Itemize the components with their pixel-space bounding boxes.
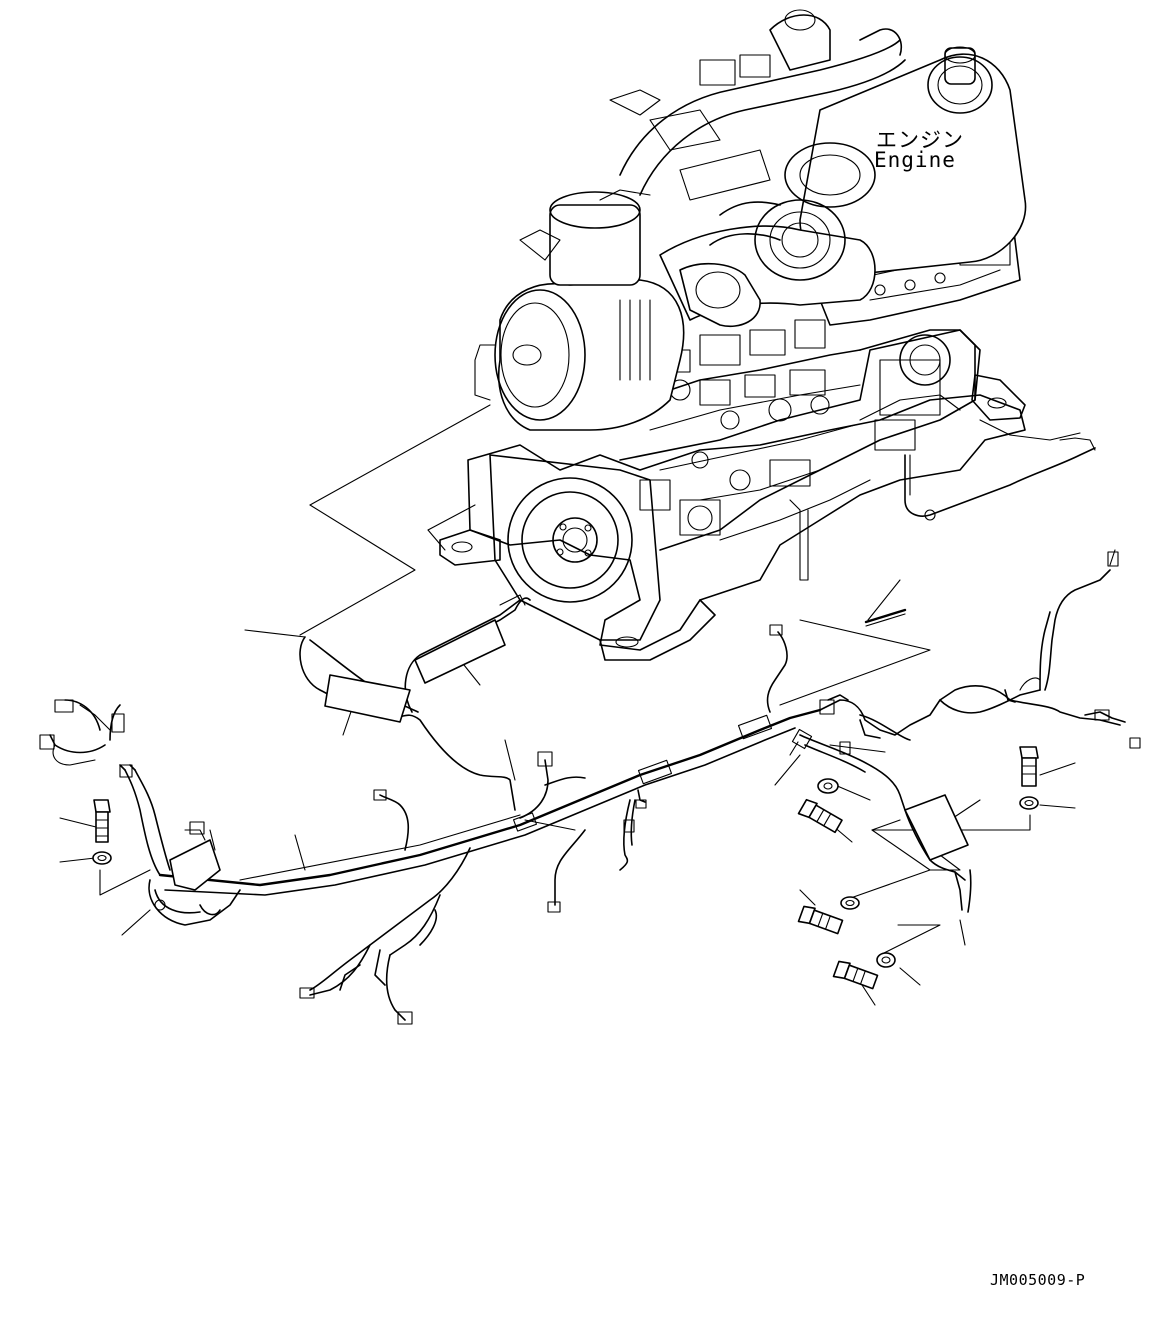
- washer-icon: [840, 896, 860, 910]
- engine-label-japanese: エンジン: [876, 128, 964, 152]
- bolt-icon: [797, 798, 843, 834]
- callout-lines: [59, 404, 1076, 1006]
- engine-assembly: [439, 9, 1096, 661]
- washer-icon: [92, 851, 112, 865]
- drawing-code: JM005009-P: [990, 1271, 1086, 1289]
- fasteners: [92, 746, 1039, 990]
- washer-icon: [1019, 796, 1039, 810]
- bolt-icon: [797, 905, 844, 935]
- washer-icon: [876, 952, 896, 968]
- engine-label-english: Engine: [874, 148, 956, 172]
- bolt-icon: [93, 799, 111, 843]
- bolt-icon: [832, 960, 879, 990]
- washer-icon: [817, 778, 839, 794]
- bolt-icon: [1019, 746, 1039, 787]
- wiring-harness: [39, 549, 1141, 1025]
